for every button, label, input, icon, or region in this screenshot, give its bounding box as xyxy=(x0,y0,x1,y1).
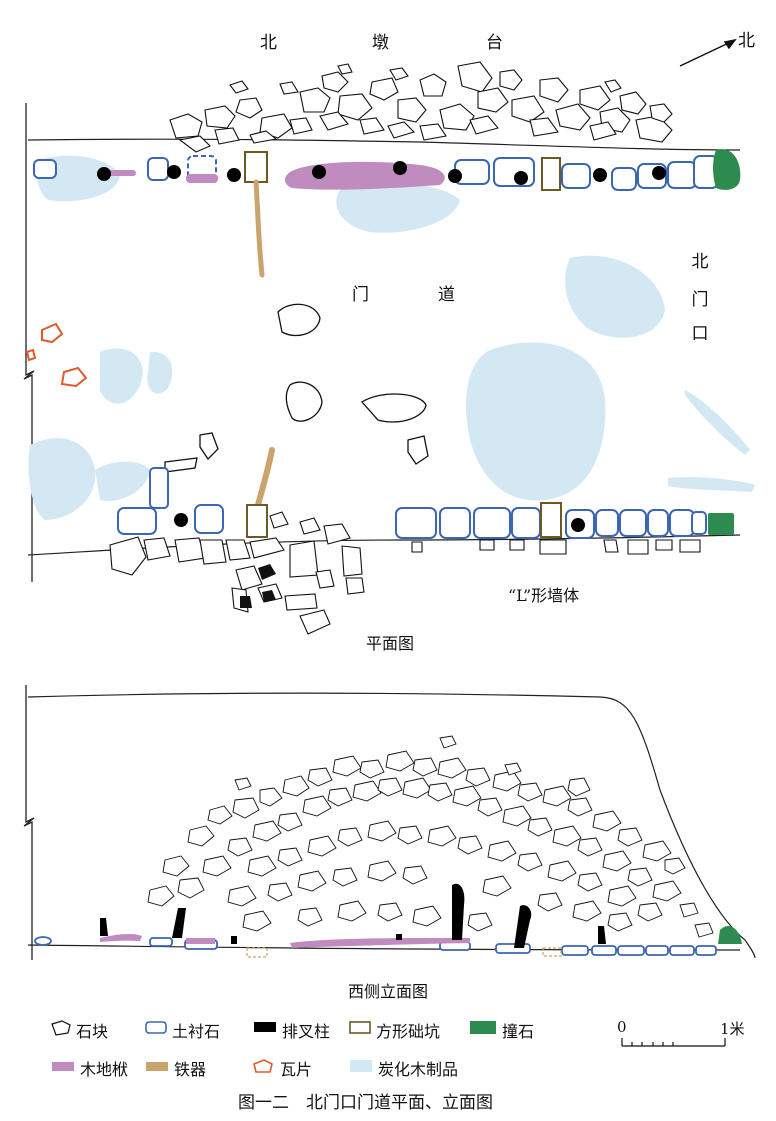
passage-stones xyxy=(164,303,429,473)
passage-label-1: 门 xyxy=(352,285,369,305)
blue-outline-icon xyxy=(145,1021,167,1034)
legend-swatches xyxy=(51,1020,726,1073)
purple-fill-icon xyxy=(52,1062,74,1071)
iron-object-2 xyxy=(255,447,275,508)
plan-view xyxy=(23,38,755,635)
gate-label-3: 口 xyxy=(691,324,709,344)
elevation-bumper-stone xyxy=(718,925,742,944)
scale-end-label: 1米 xyxy=(720,1020,745,1038)
orange-outline-icon xyxy=(253,1059,273,1073)
elevation-rubble xyxy=(147,735,714,938)
l-wall-label: “L”形墙体 xyxy=(508,586,580,605)
north-arrow-label: 北 xyxy=(738,31,755,51)
elevation-caption: 西侧立面图 xyxy=(348,982,429,1001)
elevation-view xyxy=(23,685,756,960)
tile-fragments xyxy=(25,322,88,388)
olive-outline-icon xyxy=(349,1021,371,1034)
posts-north xyxy=(97,161,666,185)
square-pits-south xyxy=(246,502,562,538)
passage-label-2: 道 xyxy=(438,285,455,305)
figure-caption: 图一二 北门口门道平面、立面图 xyxy=(238,1093,493,1113)
iron-object-1 xyxy=(253,179,265,278)
legend-label-tile: 瓦片 xyxy=(280,1060,313,1079)
north-arrow-icon xyxy=(679,38,737,67)
green-fill-icon xyxy=(470,1021,496,1034)
square-pits-north xyxy=(244,151,561,191)
elevation-sill xyxy=(100,933,470,948)
south-rubble-stones xyxy=(109,511,701,635)
lightblue-fill-icon xyxy=(350,1060,372,1072)
scale-start-label: 0 xyxy=(617,1018,627,1036)
elevation-pits xyxy=(246,947,562,958)
legend-label-iron: 铁器 xyxy=(174,1060,207,1079)
bumper-stone-south xyxy=(708,513,734,535)
black-fill-icon xyxy=(254,1022,276,1032)
carbonized-wood-areas xyxy=(28,155,755,520)
gate-label-2: 门 xyxy=(691,290,709,310)
plan-caption: 平面图 xyxy=(366,634,415,653)
elevation-plinth-stones xyxy=(34,936,717,956)
gate-label-1: 北 xyxy=(691,252,709,272)
posts-south xyxy=(174,513,585,532)
stone-icon xyxy=(51,1020,71,1036)
north-platform-stones xyxy=(169,61,673,153)
south-rubble-dark xyxy=(240,564,276,608)
north-platform-label-2: 墩 xyxy=(372,33,389,53)
legend-label-bumper: 撞石 xyxy=(502,1022,535,1041)
north-platform-label-3: 台 xyxy=(486,33,503,53)
elevation-posts xyxy=(100,883,606,948)
legend-label-plinth: 土衬石 xyxy=(172,1022,221,1041)
legend-label-sill: 木地栿 xyxy=(80,1060,129,1079)
scale-bar xyxy=(621,1038,726,1047)
tan-fill-icon xyxy=(146,1062,168,1071)
legend-label-pit: 方形础坑 xyxy=(376,1022,441,1041)
bumper-stone-north xyxy=(713,149,741,190)
north-platform-label-1: 北 xyxy=(260,33,277,53)
south-plinth-stones xyxy=(117,467,707,539)
legend-label-post: 排叉柱 xyxy=(282,1022,331,1041)
legend-label-stone: 石块 xyxy=(76,1022,109,1041)
legend-label-carbonized: 炭化木制品 xyxy=(378,1060,459,1079)
